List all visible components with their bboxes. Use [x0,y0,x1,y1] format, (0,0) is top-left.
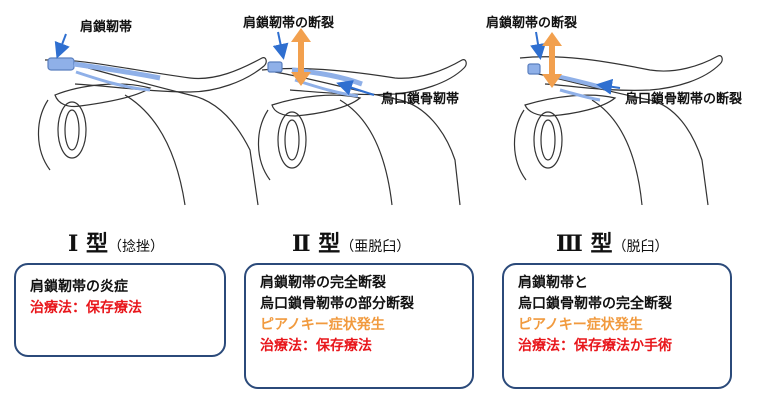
ac-ligament-torn-complete [527,63,606,102]
label-cc-ligament-tear: 烏口鎖骨靭帯の断裂 [625,92,743,107]
shoulder-panel-type3 [513,31,723,206]
ligament-pointer-arrow [54,33,70,59]
type3-line-2: 烏口鎖骨靭帯の完全断裂 [518,296,672,312]
cc-tear-pointer-arrow [596,78,621,95]
vertical-displacement-arrow [291,28,311,86]
shoulder-illustrations [37,28,723,206]
type3-line-1: 肩鎖靭帯と [518,275,588,291]
shoulder-panel-type2 [257,28,467,206]
type3-title: Ⅲ 型 [556,231,613,257]
type2-title: Ⅱ 型 [292,231,341,257]
label-ac-ligament-tear: 肩鎖靭帯の断裂 [243,16,335,31]
shoulder-panel-type1 [37,33,267,206]
type2-line-4: 治療法：保存療法 [260,338,372,354]
ac-ligament [47,57,161,92]
type3-line-4: 治療法：保存療法か手術 [518,338,672,354]
type2-line-1: 肩鎖靭帯の完全断裂 [260,275,386,291]
type2-heading: Ⅱ 型（亜脱臼） [292,226,410,258]
type2-line-3: ピアノキー症状発生 [260,317,385,333]
type1-heading: Ⅰ 型（捻挫） [68,226,164,258]
type1-subtitle: （捻挫） [107,239,164,255]
type1-line-1: 肩鎖靭帯の炎症 [30,279,128,295]
type3-line-3: ピアノキー症状発生 [518,317,643,333]
type3-subtitle: （脱臼） [612,239,669,255]
type1-title: Ⅰ 型 [68,231,108,257]
type2-subtitle: （亜脱臼） [340,239,411,255]
type3-description-box: 肩鎖靭帯と 烏口鎖骨靭帯の完全断裂 ピアノキー症状発生 治療法：保存療法か手術 [502,263,732,389]
type2-description-box: 肩鎖靭帯の完全断裂 烏口鎖骨靭帯の部分断裂 ピアノキー症状発生 治療法：保存療法 [244,263,474,389]
type1-description-box: 肩鎖靭帯の炎症 治療法：保存療法 [14,263,226,357]
vertical-displacement-arrow-3 [542,32,562,88]
type3-heading: Ⅲ 型（脱臼） [556,226,668,258]
ac-ligament-torn [267,61,363,98]
label-ac-ligament: 肩鎖靭帯 [80,20,133,35]
tear-pointer-arrow-3 [530,31,546,60]
label-ac-ligament-tear-3: 肩鎖靭帯の断裂 [486,16,578,31]
type2-line-2: 烏口鎖骨靭帯の部分断裂 [260,296,414,312]
type1-line-2: 治療法：保存療法 [30,300,142,316]
tear-pointer-arrow [272,31,289,60]
label-cc-ligament: 烏口鎖骨靭帯 [381,92,460,107]
cc-ligament-pointer-arrow [336,80,375,96]
